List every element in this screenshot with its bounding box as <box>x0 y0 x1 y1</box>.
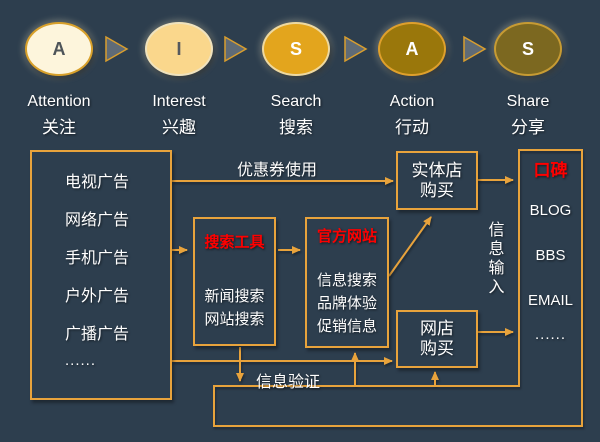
stage-label-zh: 行动 <box>395 118 429 137</box>
ads-item-ellipsis: ...... <box>65 352 97 369</box>
stage-letter: A <box>405 38 419 59</box>
info-verify-label: 信息验证 <box>255 374 320 391</box>
word-of-mouth-box: 口碑 BLOG BBS EMAIL ...... <box>519 150 582 426</box>
ads-item: 手机广告 <box>65 250 130 267</box>
store-line: 购买 <box>420 181 454 200</box>
stage-arrow-icon <box>105 35 129 63</box>
wom-item: EMAIL <box>527 292 573 309</box>
stage-arrow-icon <box>344 35 368 63</box>
coupon-use-label: 优惠券使用 <box>236 162 317 179</box>
stage-label-en: Interest <box>152 93 206 110</box>
stage-label-en: Share <box>506 93 550 110</box>
store-line: 实体店 <box>411 161 463 180</box>
official-website-line: 信息搜索 <box>316 272 377 289</box>
ads-item: 电视广告 <box>65 174 130 191</box>
stage-letter: S <box>521 38 534 59</box>
stage-letter: I <box>176 38 182 59</box>
search-tool-title: 搜索工具 <box>204 234 265 251</box>
word-of-mouth-title: 口碑 <box>533 161 568 180</box>
stage-circle-action: A <box>378 22 446 76</box>
stage-label-zh: 分享 <box>511 118 545 137</box>
wom-item: BLOG <box>529 202 572 219</box>
online-store-line: 网店 <box>420 319 454 338</box>
search-tool-box: 搜索工具 新闻搜索 网站搜索 <box>193 217 276 346</box>
stage-label-en: Action <box>389 93 435 110</box>
wom-item-ellipsis: ...... <box>534 326 566 343</box>
info-input-label: 信息输入 <box>488 222 505 296</box>
physical-store-purchase-box: 实体店 购买 <box>396 151 478 210</box>
stage-label-zh: 兴趣 <box>162 118 196 137</box>
official-website-box: 官方网站 信息搜索 品牌体验 促销信息 <box>305 217 389 348</box>
stage-circle-share: S <box>494 22 562 76</box>
stage-letter: S <box>289 38 302 59</box>
stage-circle-search: S <box>262 22 330 76</box>
wom-item: BBS <box>535 247 566 264</box>
official-website-line: 品牌体验 <box>316 295 377 312</box>
online-store-line: 购买 <box>420 339 454 358</box>
search-tool-line: 网站搜索 <box>204 311 265 328</box>
stage-label-en: Attention <box>27 93 91 110</box>
stage-label-zh: 搜索 <box>279 118 313 137</box>
stage-circle-interest: I <box>145 22 213 76</box>
ads-item: 网络广告 <box>65 212 130 229</box>
official-to-store-line <box>388 216 432 277</box>
stage-circle-attention: A <box>25 22 93 76</box>
stage-arrow-icon <box>463 35 487 63</box>
ads-channels-box: 电视广告 网络广告 手机广告 户外广告 广播广告 ...... <box>30 150 172 400</box>
official-website-title: 官方网站 <box>316 228 377 245</box>
ads-item: 户外广告 <box>65 288 130 305</box>
stage-letter: A <box>52 38 66 59</box>
stage-label-en: Search <box>270 93 322 110</box>
stage-arrow-icons <box>105 35 487 63</box>
stage-label-zh: 关注 <box>42 118 76 137</box>
stage-arrow-icon <box>224 35 248 63</box>
online-store-purchase-box: 网店 购买 <box>396 310 478 368</box>
ads-item: 广播广告 <box>65 326 130 343</box>
wom-feedback-outline <box>213 149 583 427</box>
search-tool-line: 新闻搜索 <box>204 288 265 305</box>
official-website-line: 促销信息 <box>316 318 377 335</box>
